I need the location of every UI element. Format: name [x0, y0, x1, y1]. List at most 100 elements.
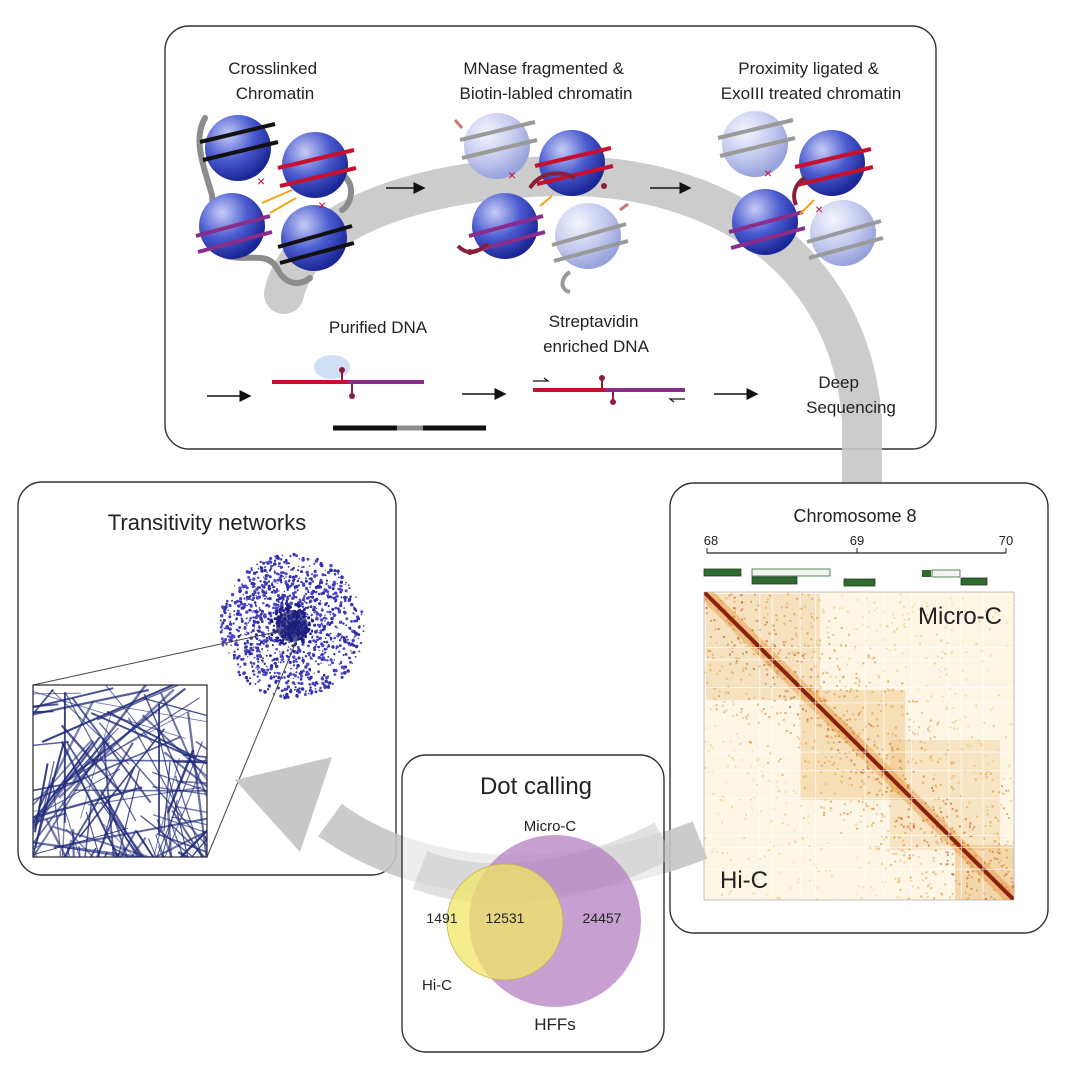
network-node	[275, 589, 279, 593]
network-node	[285, 576, 287, 578]
network-node	[301, 566, 303, 568]
network-node	[266, 571, 269, 574]
network-node	[325, 579, 329, 582]
network-edge	[141, 714, 207, 779]
network-node	[336, 569, 340, 573]
network-node	[252, 619, 255, 623]
network-edge	[33, 692, 81, 695]
network-node	[278, 562, 281, 565]
network-node	[285, 583, 289, 587]
network-node	[287, 646, 290, 648]
network-node	[253, 592, 256, 594]
network-node	[280, 658, 284, 662]
mnase-fragmented-illustration: ×	[453, 113, 629, 294]
network-node	[237, 648, 239, 651]
network-node	[256, 668, 259, 671]
network-node	[313, 611, 316, 614]
network-node	[292, 579, 295, 582]
network-node	[303, 612, 306, 615]
network-node	[278, 607, 283, 612]
network-node	[304, 693, 307, 697]
network-node	[301, 582, 306, 586]
heatmap-upper-label: Micro-C	[918, 603, 1002, 630]
network-node	[237, 629, 240, 633]
network-node	[353, 636, 356, 638]
network-node	[238, 600, 241, 603]
network-node	[229, 622, 233, 626]
network-node	[244, 633, 246, 635]
network-node	[356, 617, 361, 621]
network-edge	[63, 697, 200, 785]
network-node	[297, 676, 300, 679]
network-node	[324, 574, 327, 577]
network-node	[292, 673, 295, 676]
network-node	[234, 641, 238, 644]
svg-text:×: ×	[508, 167, 516, 183]
network-node	[301, 658, 305, 663]
network-node	[362, 625, 365, 627]
network-node	[266, 668, 270, 672]
network-node	[299, 608, 302, 611]
network-node	[283, 560, 286, 564]
network-node	[236, 663, 240, 666]
network-node	[279, 565, 283, 569]
network-node	[313, 575, 316, 579]
network-node	[252, 623, 256, 628]
network-edge	[84, 803, 93, 857]
axis-tick-70: 70	[999, 533, 1013, 548]
network-node	[312, 595, 314, 598]
network-node	[272, 606, 275, 610]
network-node	[339, 580, 344, 584]
network-node	[342, 636, 346, 640]
network-node	[334, 625, 337, 628]
network-node	[262, 585, 266, 589]
network-node	[306, 662, 310, 666]
network-node	[264, 640, 268, 644]
network-node	[237, 670, 241, 674]
network-node	[274, 606, 279, 611]
network-node	[273, 658, 276, 661]
network-edge	[33, 841, 149, 857]
network-node	[226, 599, 229, 603]
network-node	[228, 652, 230, 654]
network-node	[273, 585, 276, 588]
network-node	[237, 634, 241, 638]
network-edge	[80, 712, 112, 819]
network-node	[320, 608, 324, 612]
network-node	[232, 622, 235, 625]
network-node	[344, 583, 346, 586]
network-node	[319, 629, 323, 632]
network-node	[273, 571, 277, 574]
network-node	[257, 666, 260, 669]
heatmap-lower-label: Hi-C	[720, 867, 768, 894]
network-node	[283, 676, 286, 679]
network-node	[250, 609, 253, 612]
network-node	[262, 670, 265, 674]
network-node	[347, 641, 351, 645]
network-edge	[33, 741, 70, 747]
network-node	[270, 564, 273, 568]
network-edge	[61, 810, 66, 857]
network-edge	[34, 743, 65, 848]
network-node	[335, 606, 337, 609]
network-node	[268, 638, 271, 641]
network-node	[327, 681, 329, 684]
network-node	[292, 575, 296, 579]
network-node	[253, 571, 257, 575]
network-node	[272, 611, 275, 615]
network-node	[279, 578, 283, 582]
network-node	[293, 674, 297, 678]
network-node	[291, 596, 295, 601]
network-node	[267, 628, 270, 630]
network-node	[352, 612, 355, 614]
network-node	[258, 688, 262, 692]
network-node	[275, 664, 279, 669]
network-node	[252, 646, 255, 648]
network-node	[236, 605, 239, 607]
network-node	[265, 637, 268, 640]
network-node	[250, 581, 254, 586]
network-node	[331, 682, 334, 685]
network-node	[331, 596, 334, 599]
network-node	[256, 642, 259, 646]
network-node	[257, 680, 260, 683]
